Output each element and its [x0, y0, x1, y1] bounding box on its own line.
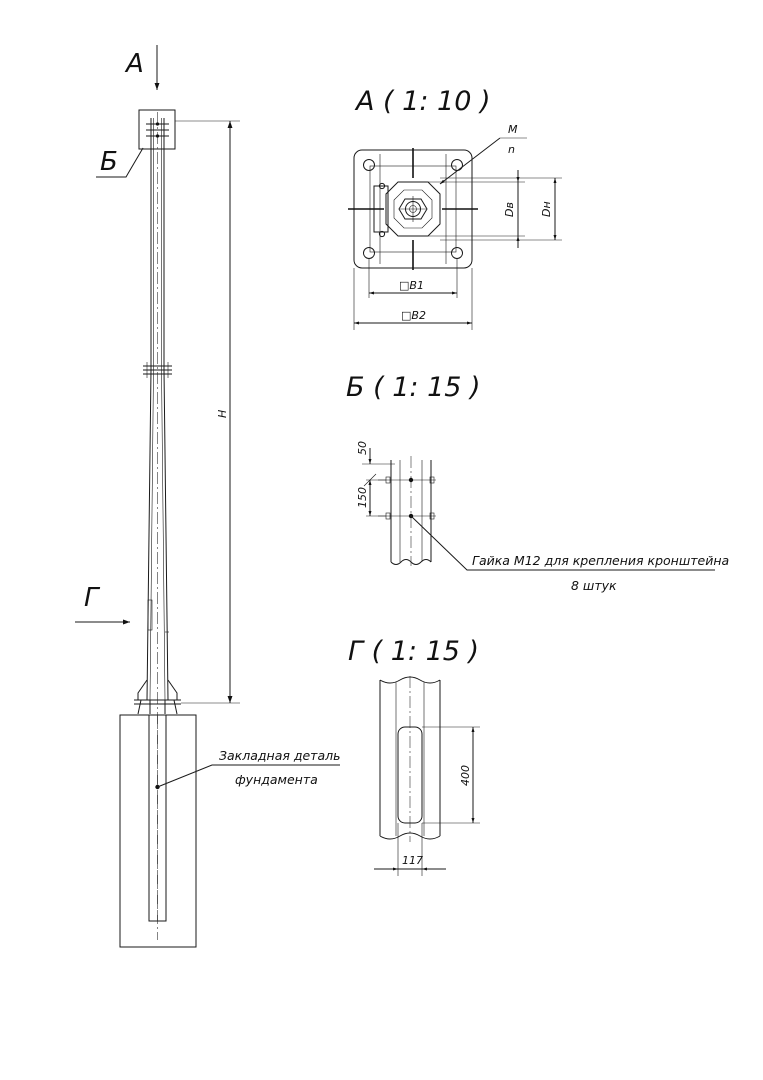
- view-a-dim-inner: [428, 170, 525, 248]
- view-b-dim-50: 50: [356, 441, 369, 455]
- view-a-dim-b2: [353, 268, 473, 330]
- embed-note-line2: фундамента: [235, 772, 318, 787]
- pole-base-flange: [134, 679, 181, 715]
- view-g-door-opening: [397, 726, 423, 824]
- pole-elevation: А Б: [75, 45, 340, 948]
- view-a-arrow-label: А: [124, 49, 144, 79]
- view-a-dim-b2-label: □B2: [401, 309, 426, 322]
- embed-note-line1: Закладная деталь: [219, 748, 340, 763]
- view-b-nut-rows: [378, 476, 436, 520]
- height-dimension-label: H: [216, 410, 229, 418]
- pole-top-fittings: [146, 122, 169, 138]
- view-g: Г ( 1: 15 ) 400 117: [348, 636, 480, 876]
- view-b: Б ( 1: 15 ) 50 150 Га: [346, 372, 729, 593]
- view-a-ribs: [348, 148, 478, 270]
- view-a-dim-outer: [440, 177, 562, 241]
- view-a-bolt-leader: [439, 137, 501, 185]
- view-a-dim-inner-label: Dв: [503, 202, 516, 217]
- view-b-dim-150: 150: [356, 487, 369, 508]
- view-b-nut-note-line2: 8 штук: [571, 578, 617, 593]
- view-g-dim-400: [422, 726, 480, 824]
- callout-b-box: [138, 109, 176, 150]
- view-b-nut-leader: [410, 515, 715, 571]
- view-b-title: Б ( 1: 15 ): [346, 372, 481, 403]
- view-a: А ( 1: 10 ): [348, 86, 562, 330]
- view-b-dims: [362, 448, 395, 517]
- view-a-dim-b1: [368, 258, 458, 298]
- view-a-bolt-count: n: [508, 143, 515, 156]
- view-b-nut-note-line1: Гайка М12 для крепления кронштейна: [472, 553, 729, 568]
- foundation-block: [119, 714, 197, 948]
- embed-leader: [157, 764, 340, 788]
- pole-service-door: [147, 599, 153, 631]
- pole-flange-joint: [143, 362, 172, 378]
- view-a-center-nut: [398, 196, 428, 222]
- view-a-dim-b1-label: □B1: [399, 279, 424, 292]
- view-a-bolt-size: М: [508, 123, 518, 136]
- height-dimension: [175, 120, 240, 704]
- view-a-dim-outer-label: Dн: [540, 201, 553, 217]
- view-g-dim-117: [374, 823, 446, 876]
- callout-b-label: Б: [100, 147, 118, 177]
- view-g-dim-117-label: 117: [402, 854, 423, 867]
- callout-b-leader: [96, 147, 144, 178]
- view-g-dim-400-label: 400: [459, 765, 472, 786]
- view-g-title: Г ( 1: 15 ): [348, 636, 479, 667]
- view-g-arrow-label: Г: [84, 583, 101, 613]
- view-a-title: А ( 1: 10 ): [354, 86, 491, 117]
